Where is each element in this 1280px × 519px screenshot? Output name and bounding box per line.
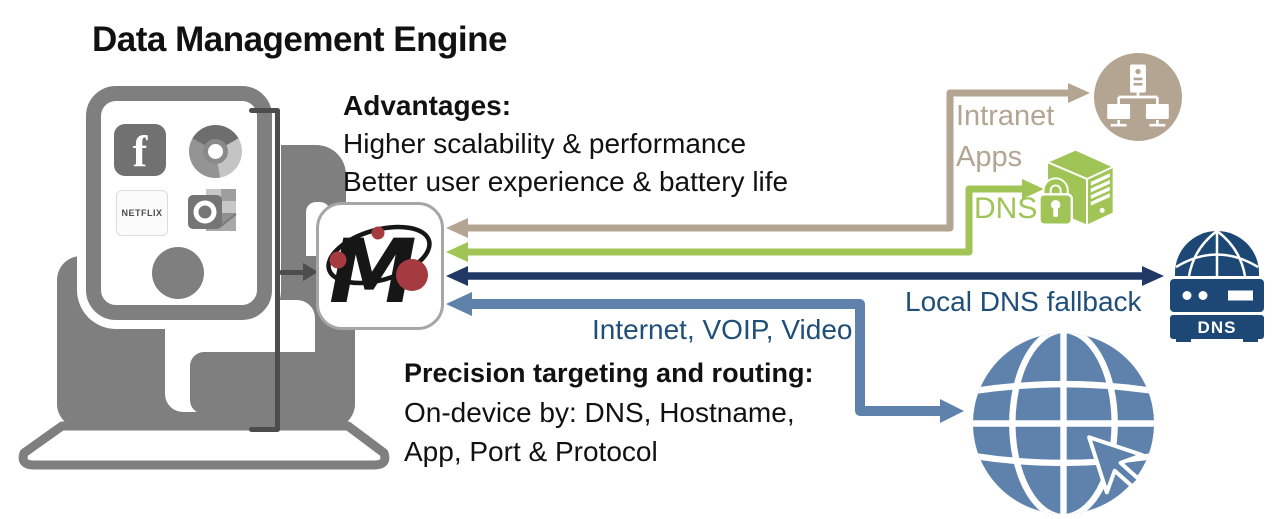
dns-label: DNS <box>974 192 1038 225</box>
bracket-top <box>249 108 279 113</box>
netflix-icon: NETFLIX <box>116 190 168 236</box>
chrome-icon <box>189 125 242 178</box>
laptop-base-icon <box>18 421 390 470</box>
precision-line: App, Port & Protocol <box>404 436 658 467</box>
advantages-heading: Advantages: <box>343 90 512 121</box>
page-title: Data Management Engine <box>92 20 507 59</box>
intranet-network-icon <box>1094 53 1182 141</box>
intranet-apps-label: Intranet Apps <box>956 100 1055 173</box>
advantages-line: Higher scalability & performance <box>343 128 747 159</box>
facebook-icon: f <box>114 124 166 176</box>
precision-block: Precision targeting and routing: On-devi… <box>404 354 814 471</box>
cursor-icon <box>1087 435 1145 495</box>
dns-appliance-icon: DNS <box>1170 229 1264 342</box>
internet-arrow <box>446 292 964 423</box>
dns-arrow <box>446 179 1044 262</box>
bracket-arrowhead-icon <box>303 263 318 281</box>
bracket-line <box>275 108 280 432</box>
outlook-icon <box>188 189 237 231</box>
bracket-bottom <box>249 427 279 432</box>
internet-voip-video-label: Internet, VOIP, Video <box>592 314 853 345</box>
bracket-arrow <box>279 270 305 275</box>
internet-globe-icon <box>972 332 1155 515</box>
phone-icon: f NETFLIX <box>86 86 272 320</box>
intranet-arrow <box>446 83 1090 238</box>
chrome-icon-center <box>203 139 228 164</box>
advantages-block: Advantages: Higher scalability & perform… <box>343 87 788 201</box>
precision-heading: Precision targeting and routing: <box>404 358 814 388</box>
engine-logo-icon: M <box>316 202 444 330</box>
advantages-line: Better user experience & battery life <box>343 166 789 197</box>
precision-line: On-device by: DNS, Hostname, <box>404 397 795 428</box>
secure-dns-server-icon <box>1038 148 1115 227</box>
local-dns-arrow <box>446 266 1164 286</box>
local-dns-fallback-label: Local DNS fallback <box>905 286 1142 317</box>
home-button-icon <box>152 247 204 299</box>
inner-tablet-icon <box>190 352 332 414</box>
dns-appliance-label: DNS <box>1198 318 1237 337</box>
